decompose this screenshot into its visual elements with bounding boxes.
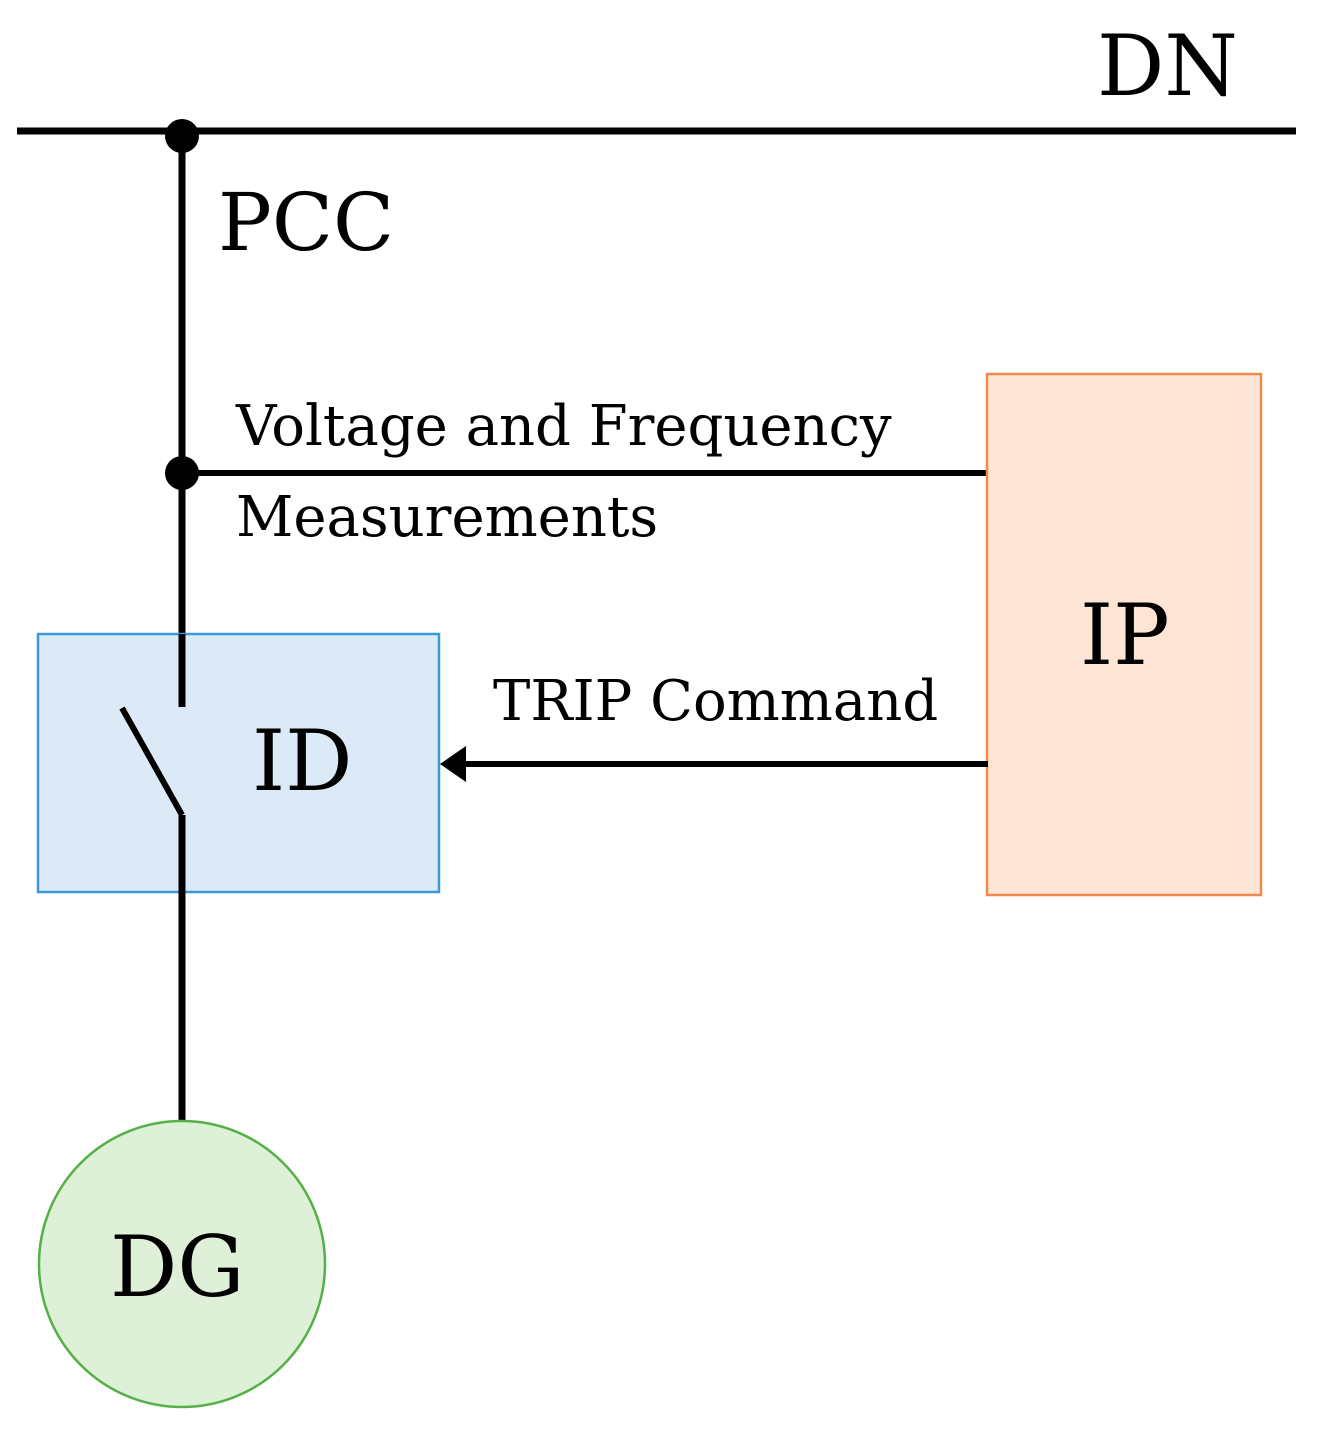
ip-label: IP: [1080, 586, 1170, 684]
id-label: ID: [252, 712, 353, 810]
measurement-label-line2: Measurements: [236, 485, 658, 550]
measurement-label-line1: Voltage and Frequency: [235, 394, 892, 459]
switch-blade: [119, 706, 185, 817]
dg-label: DG: [110, 1218, 244, 1316]
id-box: [36, 632, 441, 894]
trip-arrowhead: [440, 746, 466, 782]
ip-box: [985, 372, 1263, 897]
dg-circle: [37, 1119, 327, 1409]
pcc-node: [165, 119, 199, 153]
dn-label: DN: [1097, 17, 1238, 115]
trip-label: TRIP Command: [493, 669, 938, 734]
pcc-label: PCC: [218, 176, 394, 269]
